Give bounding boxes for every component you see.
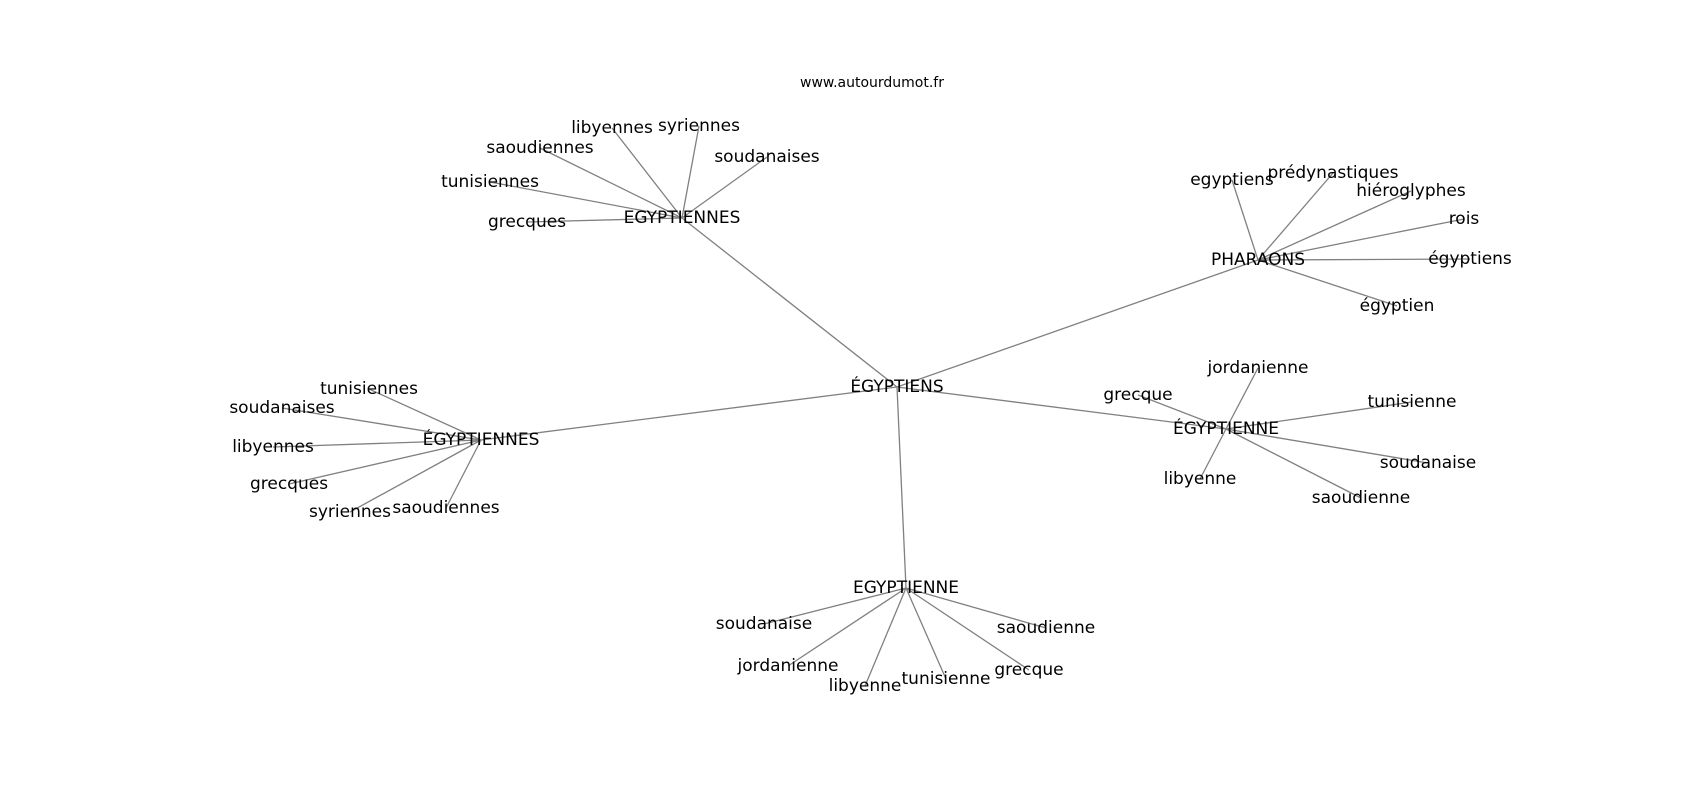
leaf-node[interactable]: grecques [488,212,566,232]
leaf-node[interactable]: grecque [994,660,1063,680]
edge-hub-to-leaf [905,587,1047,629]
hub-node[interactable]: ÉGYPTIENNES [423,428,540,450]
edge-center-to-hub [896,386,907,589]
leaf-node[interactable]: égyptien [1360,296,1435,316]
edge-hub-to-leaf [1225,428,1362,499]
edge-hub-to-leaf [526,217,683,223]
leaf-node[interactable]: egyptiens [1190,170,1274,190]
leaf-node[interactable]: tunisiennes [441,172,539,192]
hub-node[interactable]: PHARAONS [1211,250,1305,270]
leaf-node[interactable]: tunisienne [1368,392,1457,412]
edge-hub-to-leaf [681,156,768,219]
leaf-node[interactable]: saoudienne [997,618,1095,638]
leaf-node[interactable]: soudanaises [714,147,819,167]
edge-hub-to-leaf [905,587,947,680]
leaf-node[interactable]: saoudiennes [392,498,499,518]
hub-node[interactable]: ÉGYPTIENNE [1173,417,1279,439]
edge-hub-to-leaf [539,147,683,219]
edge-hub-to-leaf [1257,218,1465,261]
leaf-node[interactable]: soudanaise [716,614,812,634]
edge-hub-to-leaf [1257,172,1334,261]
edge-hub-to-leaf [1257,259,1398,307]
leaf-node[interactable]: grecque [1103,385,1172,405]
leaf-node[interactable]: syriennes [309,502,391,522]
leaf-node[interactable]: jordanienne [1207,358,1309,378]
hub-node[interactable]: EGYPTIENNES [624,208,741,228]
edge-hub-to-leaf [1225,401,1413,430]
edge-hub-to-leaf [368,388,482,441]
edge-center-to-hub [681,217,898,388]
leaf-node[interactable]: tunisienne [902,669,991,689]
leaf-node[interactable]: égyptiens [1428,249,1512,269]
leaf-node[interactable]: libyennes [232,437,314,457]
leaf-node[interactable]: libyenne [829,676,902,696]
leaf-node[interactable]: grecques [250,474,328,494]
edge-hub-to-leaf [489,181,683,219]
edge-hub-to-leaf [1231,179,1259,261]
edge-hub-to-leaf [787,587,907,667]
leaf-node[interactable]: soudanaise [1380,453,1476,473]
edge-hub-to-leaf [864,587,907,687]
edge-hub-to-leaf [1257,190,1412,261]
edge-hub-to-leaf [681,125,700,219]
leaf-node[interactable]: jordanienne [737,656,839,676]
center-node[interactable]: ÉGYPTIENS [850,375,943,397]
edges-layer [272,125,1471,687]
leaf-node[interactable]: tunisiennes [320,379,418,399]
edge-center-to-hub [896,259,1259,388]
edge-center-to-hub [896,386,1227,430]
leaf-node[interactable]: libyennes [571,118,653,138]
edge-hub-to-leaf [1225,428,1429,464]
watermark-text: www.autourdumot.fr [800,75,944,91]
edge-hub-to-leaf [611,127,683,219]
edge-hub-to-leaf [272,439,482,448]
edge-hub-to-leaf [763,587,907,625]
leaf-node[interactable]: libyenne [1164,469,1237,489]
leaf-node[interactable]: hiéroglyphes [1356,181,1466,201]
leaf-node[interactable]: prédynastiques [1267,163,1398,183]
edge-hub-to-leaf [905,587,1030,671]
hub-node[interactable]: EGYPTIENNE [853,578,959,598]
edge-hub-to-leaf [1225,367,1259,430]
leaf-node[interactable]: syriennes [658,116,740,136]
leaf-node[interactable]: saoudiennes [486,138,593,158]
edge-hub-to-leaf [445,439,482,509]
edge-hub-to-leaf [281,407,482,441]
edge-hub-to-leaf [1257,258,1471,261]
edge-center-to-hub [480,386,898,441]
leaf-node[interactable]: soudanaises [229,398,334,418]
edge-hub-to-leaf [349,439,482,513]
edge-hub-to-leaf [1137,394,1227,430]
leaf-node[interactable]: rois [1449,209,1480,229]
edge-hub-to-leaf [288,439,482,485]
edge-hub-to-leaf [1199,428,1227,480]
leaf-node[interactable]: saoudienne [1312,488,1410,508]
